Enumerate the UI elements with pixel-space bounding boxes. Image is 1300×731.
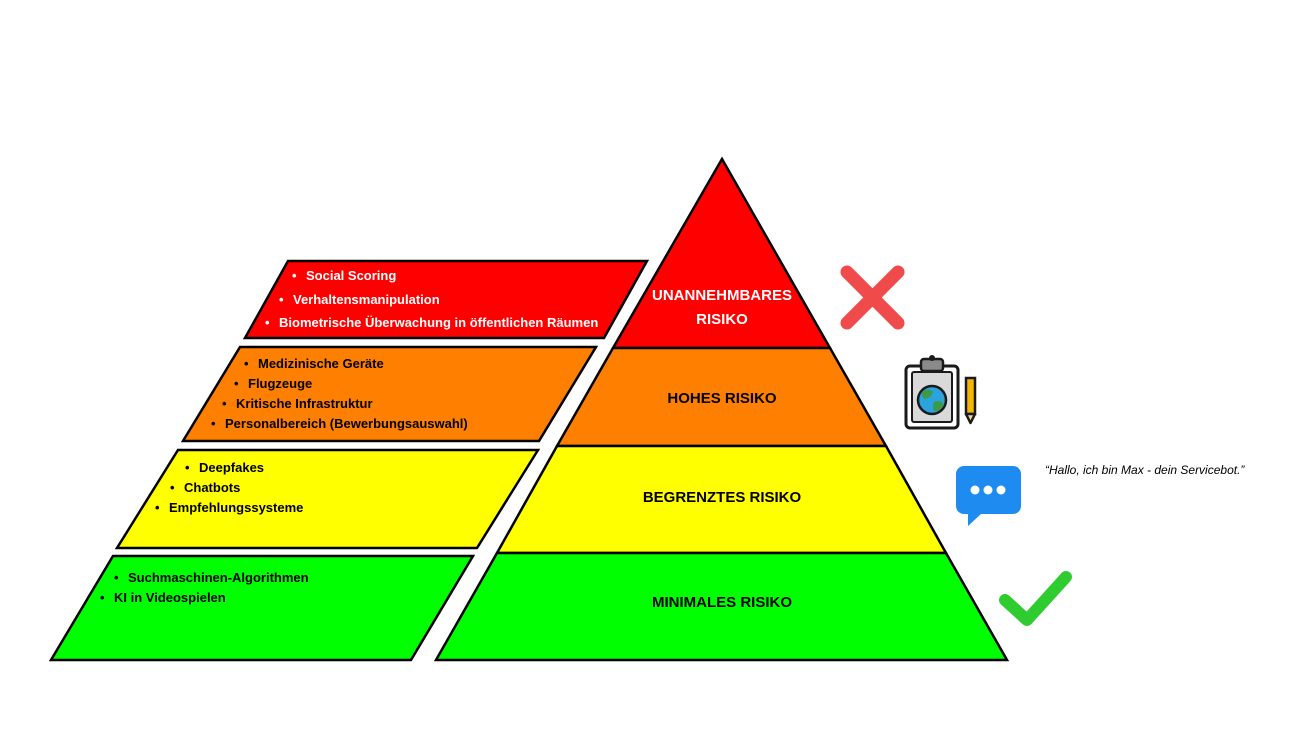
list-item: Chatbots [170,478,240,498]
list-item: KI in Videospielen [100,588,226,608]
x-mark-icon [840,265,905,330]
list-item: Suchmaschinen-Algorithmen [114,568,309,588]
list-item: Empfehlungssysteme [155,498,303,518]
list-item: Verhaltensmanipulation [279,290,440,310]
tier-label-minimal: MINIMALES RISIKO [651,594,792,611]
list-item: Personalbereich (Bewerbungsauswahl) [211,414,468,434]
chat-bubble-icon [956,466,1021,526]
tier-label-unacceptable-line2: RISIKO [696,311,748,328]
chatbot-example-quote: “Hallo, ich bin Max - dein Servicebot.” [1045,463,1245,477]
list-item: Kritische Infrastruktur [222,394,373,414]
tier-label-unacceptable: UNANNEHMBARES RISIKO [622,284,822,332]
list-item: Flugzeuge [234,374,312,394]
pyramid-tier-minimal [433,551,1010,662]
check-mark-icon [999,571,1072,626]
clipboard-icon [904,355,977,430]
tier-label-limited: BEGRENZTES RISIKO [642,489,802,506]
list-item: Biometrische Überwachung in öffentlichen… [265,313,598,333]
list-item: Medizinische Geräte [244,354,384,374]
tier-label-high: HOHES RISIKO [667,390,777,407]
tier-label-unacceptable-line1: UNANNEHMBARES [651,287,792,304]
list-item: Deepfakes [185,458,264,478]
list-item: Social Scoring [292,266,396,286]
